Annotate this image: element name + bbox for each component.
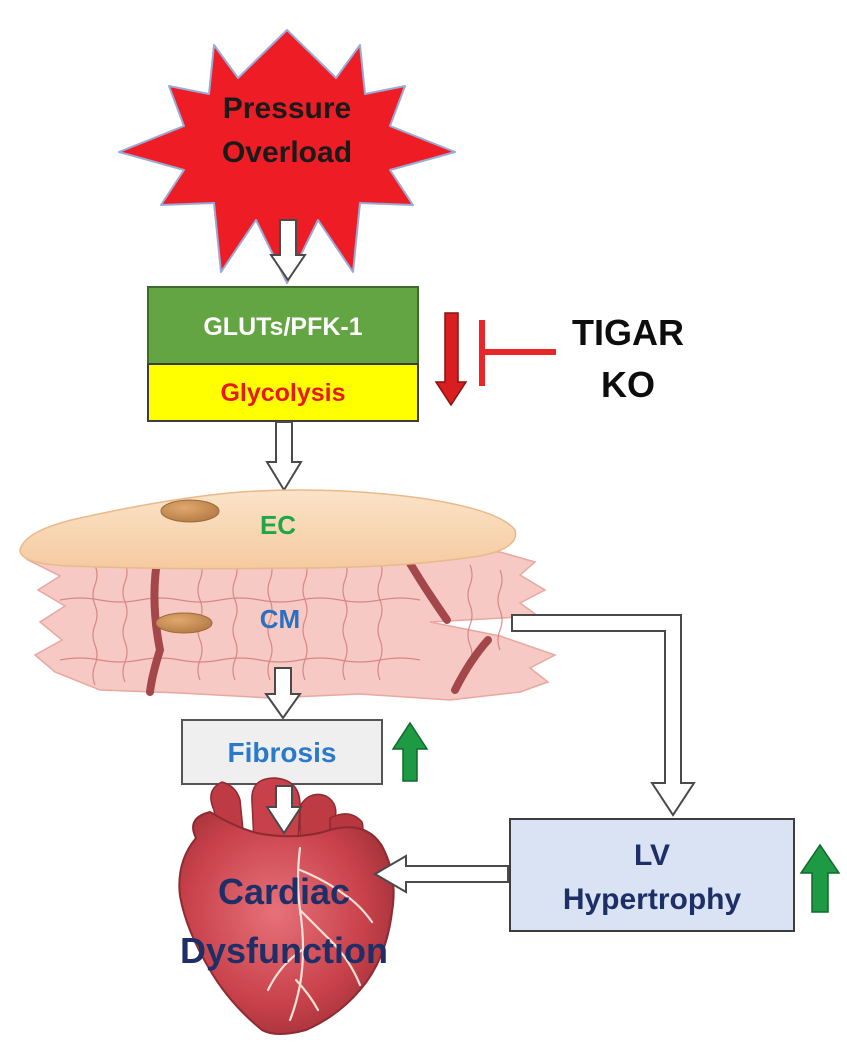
ko-label: KO <box>601 364 655 405</box>
starburst-shape <box>118 29 456 284</box>
pressure-overload-line2: Overload <box>222 136 352 169</box>
pressure-overload-line1: Pressure <box>223 92 351 125</box>
inhibition-symbol <box>479 320 556 386</box>
gluts-pfk-label: GLUTs/PFK-1 <box>203 313 362 341</box>
glycolysis-box-fill <box>147 363 419 422</box>
arrow-cm-to-fibrosis <box>264 667 302 720</box>
arrow-pressure-to-gluts <box>269 219 307 282</box>
fibrosis-box <box>181 719 383 785</box>
glycolysis-box: GLUTs/PFK-1 Glycolysis <box>147 286 419 422</box>
cm-nucleus <box>155 612 213 634</box>
fibrosis-increase-arrow-icon <box>391 721 429 782</box>
endothelial-cell-shape <box>19 489 517 570</box>
gluts-pfk-box <box>147 286 419 365</box>
ec-nucleus <box>160 499 220 523</box>
fibrosis-node: Fibrosis <box>181 719 383 785</box>
endothelial-cell: EC <box>19 489 517 570</box>
glycolysis-label: Glycolysis <box>220 379 345 407</box>
heart-shape <box>178 810 395 1035</box>
arrow-glycolysis-to-ec <box>265 421 303 492</box>
ec-label: EC <box>260 510 296 540</box>
arrow-cm-to-lv-hypertrophy <box>511 614 696 817</box>
lv-label: LV <box>634 839 670 872</box>
cm-label: CM <box>260 604 300 634</box>
hypertrophy-label: Hypertrophy <box>563 883 742 916</box>
pressure-overload-node: Pressure Overload <box>118 29 456 284</box>
cardiac-dysfunction-line1: Cardiac <box>218 871 350 912</box>
lv-hypertrophy-box <box>509 818 795 932</box>
fibrosis-label: Fibrosis <box>228 737 337 768</box>
cardiac-dysfunction-line2: Dysfunction <box>180 930 388 971</box>
tigar-ko-node: TIGAR KO <box>572 312 684 405</box>
hypertrophy-increase-arrow-icon <box>799 843 841 913</box>
arrow-lv-to-cardiac <box>373 854 509 894</box>
cardiomyocyte-cell: CM <box>25 545 557 701</box>
tigar-label: TIGAR <box>572 312 684 353</box>
lv-hypertrophy-node: LV Hypertrophy <box>509 818 795 932</box>
arrow-fibrosis-to-heart <box>265 785 303 835</box>
glycolysis-decrease-arrow-icon <box>434 312 468 407</box>
